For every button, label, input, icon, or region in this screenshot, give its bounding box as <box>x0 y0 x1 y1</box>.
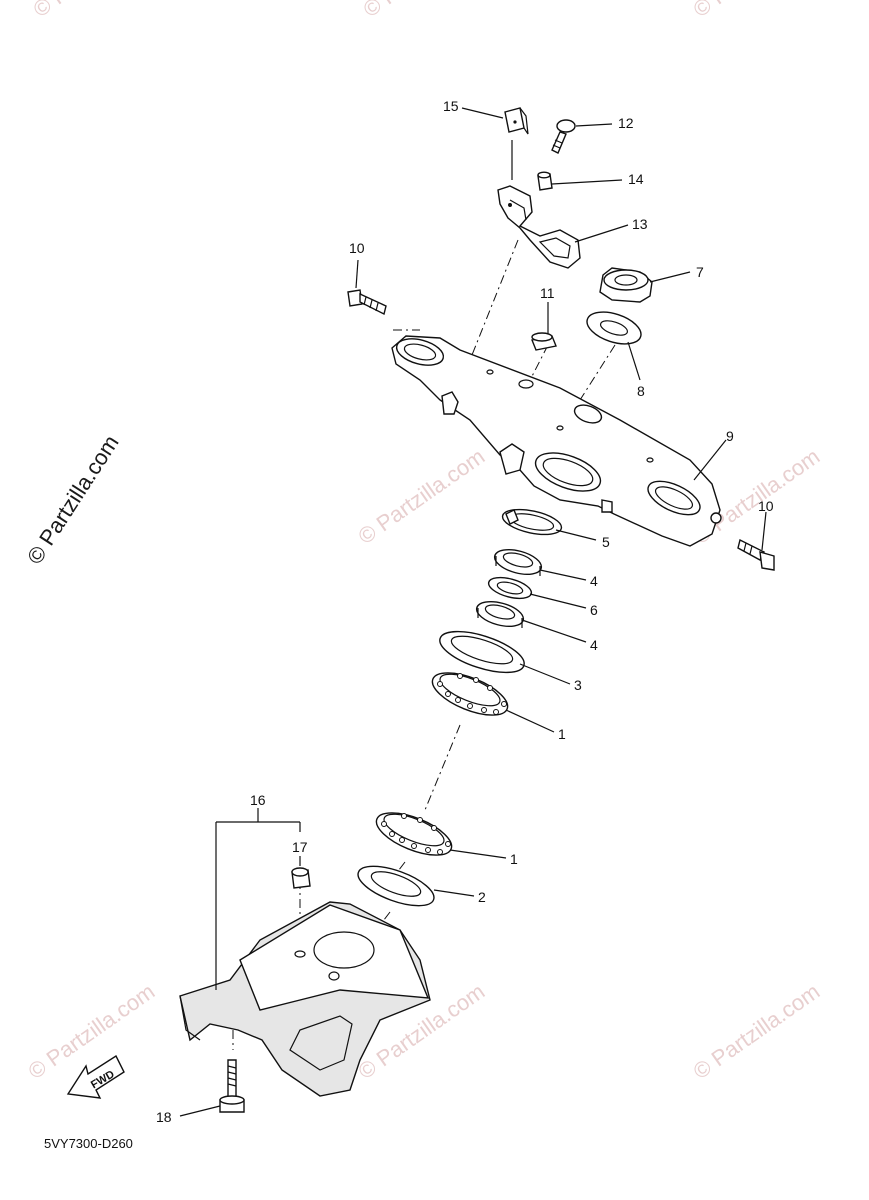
callout-12: 12 <box>618 115 634 131</box>
part-8-washer <box>586 311 642 345</box>
part-5-lock-washer <box>501 508 563 536</box>
part-6-washer <box>487 576 533 600</box>
part-1-bearing-upper <box>431 672 509 716</box>
part-14-collar <box>537 171 553 191</box>
part-16-cover <box>179 901 431 1097</box>
callout-14: 14 <box>628 171 644 187</box>
part-3-seal <box>439 630 525 674</box>
callout-2: 2 <box>478 889 486 905</box>
callout-16: 16 <box>250 792 266 808</box>
part-4-ring-nut-upper <box>493 548 543 576</box>
callout-1-upper: 1 <box>558 726 566 742</box>
callout-10-right: 10 <box>758 498 774 514</box>
part-12-screw <box>551 119 576 154</box>
part-10-bolt-right <box>737 538 775 571</box>
diagram-code: 5VY7300-D260 <box>44 1136 133 1151</box>
callout-13: 13 <box>632 216 648 232</box>
callout-17: 17 <box>292 839 308 855</box>
callout-1-lower: 1 <box>510 851 518 867</box>
callout-8: 8 <box>637 383 645 399</box>
callout-11: 11 <box>540 285 555 301</box>
part-13-bracket <box>497 185 581 269</box>
watermark: © Partzilla.com <box>689 0 825 22</box>
callout-5: 5 <box>602 534 610 550</box>
part-15-clip <box>504 107 529 180</box>
part-10-bolt-left <box>347 289 387 316</box>
callout-6: 6 <box>590 602 598 618</box>
callout-18: 18 <box>156 1109 172 1125</box>
part-7-nut <box>599 267 653 303</box>
callout-4-upper: 4 <box>590 573 598 589</box>
part-17-grommet <box>291 867 311 889</box>
watermark-layer: © Partzilla.com © Partzilla.com © Partzi… <box>24 0 825 1084</box>
part-2-race <box>357 865 435 907</box>
callout-4-lower: 4 <box>590 637 598 653</box>
watermark: © Partzilla.com <box>24 979 160 1085</box>
watermark: © Partzilla.com <box>359 0 495 22</box>
callout-7: 7 <box>696 264 704 280</box>
callout-labels: 15 12 14 13 10 11 7 8 9 10 5 4 6 4 3 1 1… <box>156 98 774 1125</box>
part-18-bolt <box>219 1059 245 1113</box>
callout-3: 3 <box>574 677 582 693</box>
callout-9: 9 <box>726 428 734 444</box>
part-11-cap <box>531 332 557 351</box>
part-4-ring-nut-lower <box>475 600 525 628</box>
part-9-upper-bracket <box>391 335 722 547</box>
watermark: © Partzilla.com <box>354 444 490 550</box>
fwd-arrow-icon: FWD <box>66 1054 125 1099</box>
callout-15: 15 <box>443 98 459 114</box>
leader-lines <box>179 107 767 1117</box>
watermark: © Partzilla.com <box>689 979 825 1085</box>
callout-10-left: 10 <box>349 240 365 256</box>
watermark: © Partzilla.com <box>29 0 165 22</box>
part-1-bearing-lower <box>375 812 453 856</box>
